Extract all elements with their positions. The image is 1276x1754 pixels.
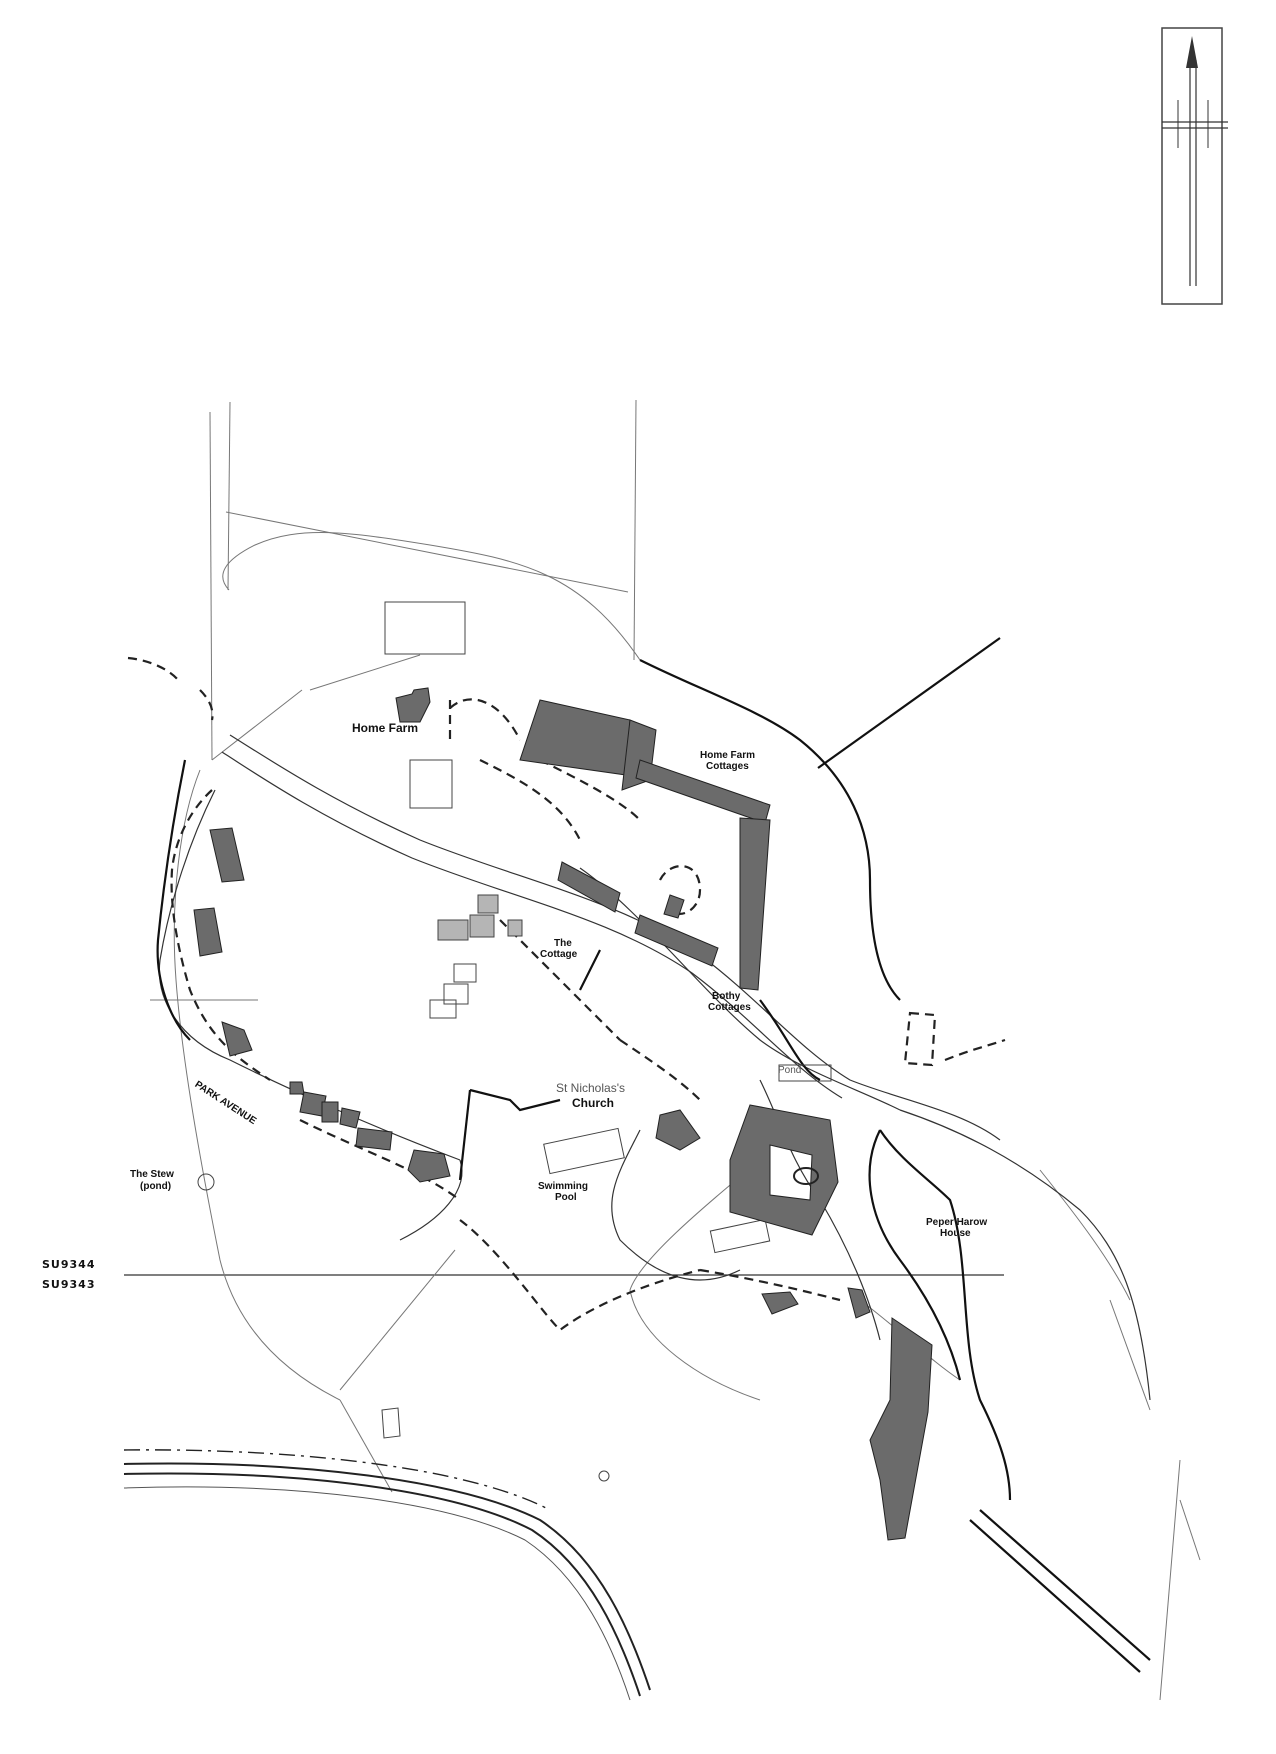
label-church: Church: [572, 1096, 614, 1110]
label-pond: Pond: [778, 1065, 802, 1076]
label-the-stew-pond: (pond): [140, 1181, 172, 1192]
label-st-nicholas: St Nicholas's: [556, 1081, 625, 1095]
buildings: [193, 687, 933, 1541]
field-boundaries: [150, 399, 1201, 1701]
minor-structures: [384, 601, 832, 1254]
label-bothy-cottages-line1: Bothy: [712, 991, 741, 1002]
label-home-farm-cottages-line1: Home Farm: [700, 750, 756, 761]
label-home-farm: Home Farm: [352, 721, 419, 735]
river: [123, 1449, 651, 1701]
label-the-cottage-line1: The: [554, 938, 572, 949]
north-arrow-icon: [1161, 27, 1228, 305]
outbuildings: [437, 894, 523, 941]
label-swimming-pool-line2: Pool: [555, 1192, 577, 1203]
label-the-cottage-line2: Cottage: [540, 949, 578, 960]
label-home-farm-cottages-line2: Cottages: [706, 761, 749, 772]
label-peper-harow-line1: Peper Harow: [926, 1217, 988, 1228]
boundary-walls: [156, 637, 1151, 1673]
grid-ref-north: SU9344: [42, 1258, 96, 1271]
grid-ref-south: SU9343: [42, 1278, 96, 1291]
label-swimming-pool-line1: Swimming: [538, 1181, 589, 1192]
label-the-stew: The Stew: [130, 1169, 174, 1180]
label-bothy-cottages-line2: Cottages: [708, 1002, 751, 1013]
label-peper-harow-line2: House: [940, 1228, 971, 1239]
